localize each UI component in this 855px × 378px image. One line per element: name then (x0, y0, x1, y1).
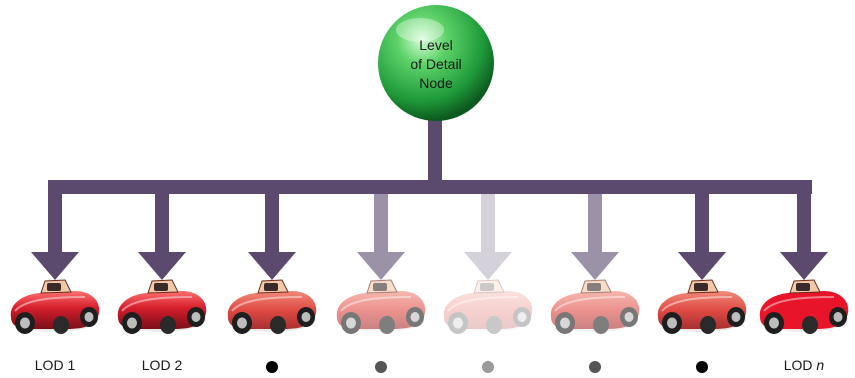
arrow-7 (678, 194, 726, 280)
lod-label-sub: n (812, 357, 825, 373)
lod-label-1: LOD 1 (10, 357, 100, 373)
car-1 (10, 279, 100, 334)
arrow-8 (780, 194, 828, 280)
car-5 (443, 279, 533, 334)
connector-bar (48, 180, 812, 194)
connector-tree (31, 118, 828, 280)
arrow-2 (138, 194, 186, 280)
car-6 (550, 279, 640, 334)
arrow-4 (357, 194, 405, 280)
car-7 (657, 279, 747, 334)
car-3 (227, 279, 317, 334)
lod-label-text: LOD 2 (141, 357, 183, 373)
arrow-3 (248, 194, 296, 280)
lod-dot-3 (266, 361, 278, 373)
arrow-6 (571, 194, 619, 280)
node-label: Level of Detail Node (392, 36, 480, 93)
lod-label-8: LOD n (759, 357, 849, 373)
arrow-5 (464, 194, 512, 280)
arrow-1 (31, 194, 79, 280)
lod-label-2: LOD 2 (117, 357, 207, 373)
level-of-detail-node (378, 5, 494, 121)
node-label-line-2: of Detail (410, 56, 462, 72)
lod-dot-5 (482, 361, 494, 373)
lod-dot-7 (696, 361, 708, 373)
car-8 (759, 279, 849, 334)
lod-dot-4 (375, 361, 387, 373)
lod-dot-6 (589, 361, 601, 373)
connector-trunk (428, 118, 442, 184)
car-4 (336, 279, 426, 334)
node-label-line-1: Level (419, 37, 453, 53)
node-label-line-3: Node (419, 75, 453, 91)
lod-label-text: LOD 1 (34, 357, 76, 373)
lod-label-text: LOD (783, 357, 813, 373)
car-2 (117, 279, 207, 334)
